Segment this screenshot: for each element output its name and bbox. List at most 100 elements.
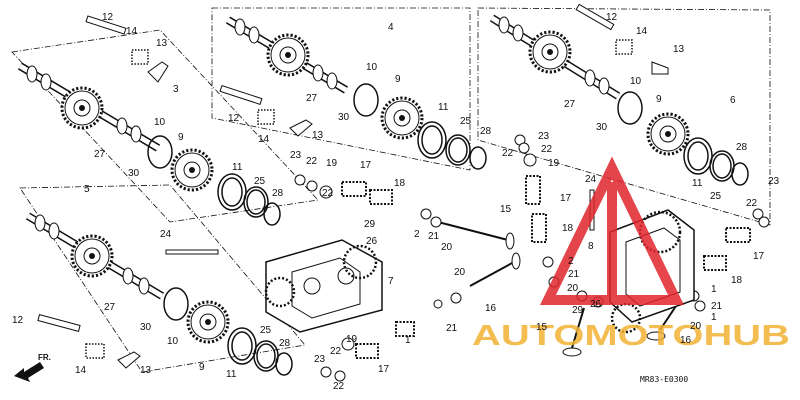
- callout-10c: 10: [630, 76, 642, 87]
- callout-20d: 20: [690, 321, 702, 332]
- callout-27: 27: [94, 149, 106, 160]
- callout-13d: 13: [140, 365, 152, 376]
- callout-9d: 9: [199, 362, 205, 373]
- callout-29: 29: [364, 219, 376, 230]
- callout-25b: 25: [460, 116, 472, 127]
- callout-18c: 18: [562, 223, 574, 234]
- callout-20c: 20: [567, 283, 579, 294]
- callout-19c: 19: [548, 158, 560, 169]
- callout-18e: 18: [731, 275, 743, 286]
- callout-13b: 13: [312, 130, 324, 141]
- callout-10: 10: [154, 117, 166, 128]
- callout-22h: 22: [746, 198, 758, 209]
- callout-10b: 10: [366, 62, 378, 73]
- callout-30d: 30: [140, 322, 152, 333]
- callout-17d: 17: [378, 364, 390, 375]
- callout-22e: 22: [502, 148, 514, 159]
- callout-21: 21: [428, 231, 440, 242]
- callout-14d: 14: [75, 365, 87, 376]
- callout-30c: 30: [596, 122, 608, 133]
- callout-1b: 1: [711, 284, 717, 295]
- callout-12: 12: [102, 12, 114, 23]
- callout-2b: 2: [568, 256, 574, 267]
- callout-11c: 11: [692, 178, 703, 189]
- callout-26: 26: [366, 236, 378, 247]
- callout-23e: 23: [768, 176, 780, 187]
- callout-7: 7: [388, 276, 394, 287]
- callout-14: 14: [126, 26, 138, 37]
- callout-6: 6: [730, 95, 736, 106]
- callout-25d: 25: [260, 325, 272, 336]
- callout-22d: 22: [541, 144, 553, 155]
- cam-holder-8: [609, 209, 695, 334]
- callout-20b: 20: [454, 267, 466, 278]
- callout-21d: 21: [711, 301, 723, 312]
- callout-11d: 11: [226, 369, 237, 380]
- watermark-text: AUTOMOTOHUB: [472, 320, 790, 352]
- callout-20: 20: [441, 242, 453, 253]
- callout-22g: 22: [330, 346, 342, 357]
- callout-27d: 27: [104, 302, 116, 313]
- callout-28d: 28: [279, 338, 291, 349]
- callout-19: 19: [326, 158, 338, 169]
- callout-14b: 14: [258, 134, 270, 145]
- group-frames: [11, 7, 771, 373]
- small-parts: [37, 3, 770, 382]
- callout-4: 4: [388, 22, 394, 33]
- callout-1: 1: [405, 335, 411, 346]
- callout-28: 28: [272, 188, 284, 199]
- callout-9: 9: [178, 132, 184, 143]
- watermark: AUTOMOTOHUB: [472, 156, 790, 352]
- snap-rings-and-washers: [147, 83, 749, 376]
- callout-12d: 12: [12, 315, 24, 326]
- callout-24b: 24: [160, 229, 172, 240]
- callout-12c: 12: [606, 12, 618, 23]
- callout-28b: 28: [480, 126, 492, 137]
- callout-22: 22: [306, 156, 318, 167]
- callout-10d: 10: [167, 336, 179, 347]
- callout-26b: 26: [590, 299, 602, 310]
- callout-3: 3: [173, 84, 179, 95]
- cam-holder-7: [264, 239, 383, 333]
- callout-15b: 15: [536, 322, 548, 333]
- front-direction-arrow: FR.: [14, 353, 51, 382]
- callout-11: 11: [232, 162, 243, 173]
- camshaft-3: [17, 62, 161, 152]
- front-direction-label: FR.: [38, 353, 51, 362]
- camshaft-5: [25, 212, 165, 300]
- callout-14c: 14: [636, 26, 648, 37]
- callout-23c: 23: [538, 131, 550, 142]
- callout-1c: 1: [711, 312, 717, 323]
- callout-30b: 30: [338, 112, 350, 123]
- callout-22f: 22: [333, 381, 345, 392]
- callout-17c: 17: [560, 193, 572, 204]
- callout-19d: 19: [346, 334, 358, 345]
- callout-5: 5: [84, 184, 90, 195]
- callout-25: 25: [254, 176, 266, 187]
- callout-17: 17: [360, 160, 372, 171]
- callout-24: 24: [585, 174, 597, 185]
- callout-11b: 11: [438, 102, 449, 113]
- callout-18: 18: [394, 178, 406, 189]
- callout-13c: 13: [673, 44, 685, 55]
- callout-15: 15: [500, 204, 512, 215]
- callout-25c: 25: [710, 191, 722, 202]
- callout-27c: 27: [564, 99, 576, 110]
- camshaft-6: [489, 14, 621, 100]
- callout-27b: 27: [306, 93, 318, 104]
- diagram-code: MR83-E0300: [640, 375, 688, 384]
- callout-21b: 21: [446, 323, 458, 334]
- callout-29b: 29: [572, 305, 584, 316]
- callout-9b: 9: [395, 74, 401, 85]
- callout-labels: 12 14 13 3 10 9 27 30 11 25 28 4 10 9 27…: [12, 12, 780, 392]
- callout-21c: 21: [568, 269, 580, 280]
- camshaft-4: [225, 16, 349, 94]
- callout-23: 23: [290, 150, 302, 161]
- callout-17e: 17: [753, 251, 765, 262]
- callout-22c: 22: [322, 188, 334, 199]
- callout-16: 16: [485, 303, 497, 314]
- callout-30: 30: [128, 168, 140, 179]
- callout-12b: 12: [228, 113, 240, 124]
